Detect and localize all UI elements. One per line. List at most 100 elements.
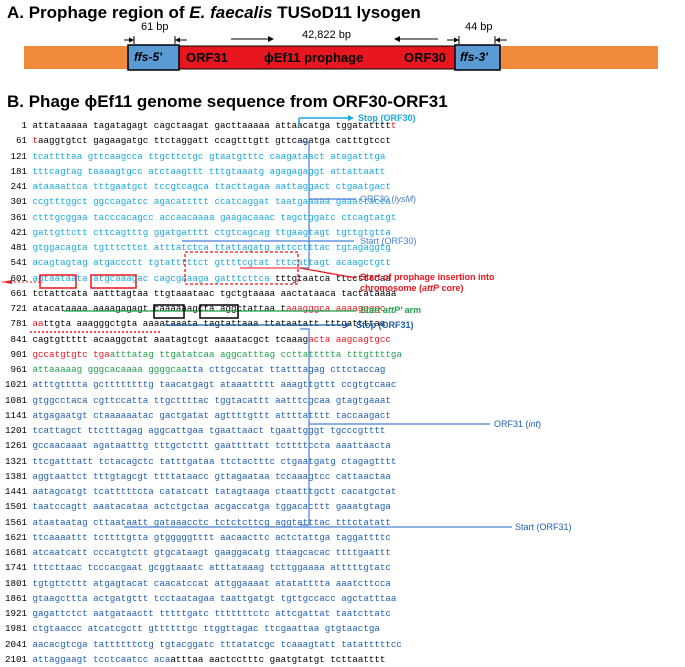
left-chromosome-flank [24,46,128,69]
sequence-position: 121 [10,150,27,162]
sequence-position: 1021 [4,379,27,391]
sequence-line: 1561 ataataatag cttaataatt gataaacctc tc… [1,515,402,530]
sequence-position: 301 [10,196,27,208]
sequence-position: 181 [10,165,27,177]
sequence-segment: attaggaagt tcctcaatcc aca [32,653,171,665]
sequence-position: 1141 [4,409,27,421]
sequence-segment: tcattttaa gttcaagcca ttgcttctgc gtaatgtt… [32,150,386,162]
sequence-line: 961 attaaaaag gggcacaaaa ggggcaatta cttg… [1,362,402,377]
annotation-overlay [2,115,512,528]
sequence-segment: tttgtaatca ttcctttcaa [275,272,391,284]
right-chromosome-flank [500,46,658,69]
sequence-position: 1261 [4,440,27,452]
sequence-position: 1561 [4,516,27,528]
sequence-line: 841 cagtgttttt acaaggctat aaatagtcgt aaa… [1,332,402,347]
sequence-position: 481 [10,242,27,253]
sequence-segment: aggtaattct tttgtagcgt ttttataacc gttagaa… [32,470,391,482]
sequence-segment: atcaatcatt cccatgtctt gtgcataagt gaaggac… [32,547,391,558]
panel-a-title: A. Prophage region of E. faecalis TUSoD1… [7,3,421,22]
sequence-segment: tta cttgccatat ttatttagag cttctaccag [186,364,386,375]
ffs5-label: ffs-5' [134,50,162,64]
sequence-line: 1681 atcaatcatt cccatgtctt gtgcataagt ga… [1,545,402,560]
sequence-line: 481 gtggacagta tgtttcttct atttatctca tta… [1,240,402,255]
orf31-int-label: ORF31 (int) [494,419,542,429]
sequence-segment: t [390,120,397,131]
sequence-segment: atttaa aactcctttc gaatgtatgt tcttaatttt [170,653,386,665]
sequence-segment: attataaaaa tagatagagt cagctaagat gacttaa… [32,120,391,131]
sequence-segment: aacacgtcga tattttttctg tgtacggatc tttata… [32,638,402,650]
sequence-line: 2101 attaggaagt tcctcaatcc acaatttaa aac… [1,652,402,667]
sequence-position: 1381 [4,470,27,482]
sequence-segment: agtaataata atgcaaagac cagcgaaaga gatttct… [32,272,276,284]
sequence-position: 2101 [4,653,27,665]
sequence-line: 301 ccgtttggct ggccagatcc agacattttt cca… [1,194,402,209]
sequence-segment: gagattctct aatgataactt tttttgatc ttttttt… [32,608,391,619]
sequence-line: 121 tcattttaa gttcaagcca ttgcttctgc gtaa… [1,149,402,164]
sequence-position: 601 [10,272,27,284]
sequence-line: 1981 ctgtaaccc atcatcgctt gttttttgc ttgg… [1,621,402,636]
sequence-position: 1081 [4,394,27,406]
sequence-line: 181 tttcagtag taaaagtgcc atctaagttt tttg… [1,164,402,179]
sequence-line: 1801 tgtgttcttt atgagtacat caacatccat at… [1,576,402,591]
sequence-position: 1321 [4,455,27,467]
sequence-line: 1 attataaaaa tagatagagt cagctaagat gactt… [1,118,402,133]
stop-orf31-label: Stop (ORF31) [356,320,414,330]
sequence-segment: tttcagtag taaaagtgcc atctaagttt tttgtaaa… [32,165,386,177]
sequence-position: 841 [10,333,27,345]
sequence-line: 1141 atgagaatgt ctaaaaaatac gactgatat ag… [1,408,402,423]
sequence-position: 2041 [4,638,27,650]
sequence-position: 661 [10,287,27,299]
sequence-line: 1081 gtggcctaca cgttccatta ttgcttttac tg… [1,393,402,408]
sequence-line: 1321 ttcgatttatt tctacagctc tatttgataa t… [1,454,402,469]
sequence-line: 61 taaggtgtct gagaagatgc ttctaggatt ccag… [1,133,402,148]
sequence-segment: gtggcctaca cgttccatta ttgcttttac tggtaca… [32,394,391,406]
start-orf31-label: Start (ORF31) [515,522,572,532]
sequence-segment: ttcaaaattt tcttttgtta gtgggggtttt aacaac… [32,531,391,543]
sequence-line: 661 tctattcata aatttagtaa ttgtaaataac tg… [1,286,402,301]
sequence-line: 541 acagtagtag atgaccctt tgtatttttct gtt… [1,255,402,270]
sequence-line: 421 gattgttctt cttcagtttg ggatgatttt ctg… [1,225,402,240]
sequence-segment: atttatag ttgatatcaa aggcatttag ccttatttt… [109,348,402,360]
sequence-line: 1501 taatccagtt aaatacataa actctgctaa ac… [1,499,402,514]
sequence-position: 1501 [4,501,27,513]
sequence-segment: ataataatag cttaataatt gataaacctc tctctct… [32,516,391,528]
sequence-line: 1381 aggtaattct tttgtagcgt ttttataacc gt… [1,469,402,484]
sequence-segment: taatccagtt aaatacataa actctgctaa acgacca… [32,501,391,513]
sequence-position: 421 [10,226,27,238]
sequence-line: 1021 atttgtttta gcttttttttg taacatgagt a… [1,377,402,392]
sequence-segment: atttgtttta gcttttttttg taacatgagt ataaat… [32,379,397,391]
sequence-line: 2041 aacacgtcga tattttttctg tgtacggatc t… [1,637,402,652]
prophage-map [24,36,658,71]
sequence-position: 961 [10,364,27,375]
sequence-line: 361 ctttgcggaa tacccacagcc accaacaaaa ga… [1,210,402,225]
sequence-line: 601 agtaataata atgcaaagac cagcgaaaga gat… [1,271,402,286]
sequence-line: 901 gccatgtgtc tgaatttatag ttgatatcaa ag… [1,347,402,362]
sequence-position: 1861 [4,592,27,604]
sequence-position: 1441 [4,486,27,497]
bp-right-label: 44 bp [465,21,493,33]
prophage-label: ϕEf11 prophage [264,50,364,65]
sequence-line: 1861 gtaagcttta actgatgttt tcctaatagaa t… [1,591,402,606]
sequence-position: 61 [15,135,27,147]
sequence-segment: gccaacaaat agataatttg tttgctcttt gaatttt… [32,440,391,452]
sequence-segment: atgagaatgt ctaaaaaatac gactgatat agttttg… [32,409,391,421]
sequence-position: 361 [10,211,27,223]
panel-b-title: B. Phage ϕEf11 genome sequence from ORF3… [7,92,448,111]
ffs5-box [127,44,180,71]
sequence-line: 1441 aatagcatgt tcatttttcta catatcatt ta… [1,484,402,499]
sequence-segment: acta aagcagtgcc [308,333,391,345]
sequence-segment: attaaaaag gggcacaaaa ggggcaa [32,364,187,375]
sequence-segment: ttcgatttatt tctacagctc tatttgataa ttctac… [32,455,397,467]
sequence-segment: tcattagct ttctttagag aggcattgaa tgaattaa… [32,425,386,436]
sequence-segment: acagtagtag atgaccctt tgtatttttct gttttcg… [32,257,391,269]
sequence-position: 1741 [4,562,27,574]
stop-orf30-label: Stop (ORF30) [358,113,416,123]
ffs3-label: ffs-3' [460,50,488,64]
sequence-line: 1201 tcattagct ttctttagag aggcattgaa tga… [1,423,402,438]
sequence-line: 1741 tttcttaac tcccacgaat gcggtaaatc att… [1,560,402,575]
sequence-segment: aaggtgtct gagaagatgc ttctaggatt ccagtttg… [38,135,391,147]
sequence-segment: ccgtttggct ggccagatcc agacattttt ccatcag… [32,196,391,208]
sequence-segment: cagtgttttt acaaggctat aaatagtcgt aaaatac… [32,333,309,345]
sequence-position: 901 [10,348,27,360]
sequence-position: 721 [10,303,27,314]
